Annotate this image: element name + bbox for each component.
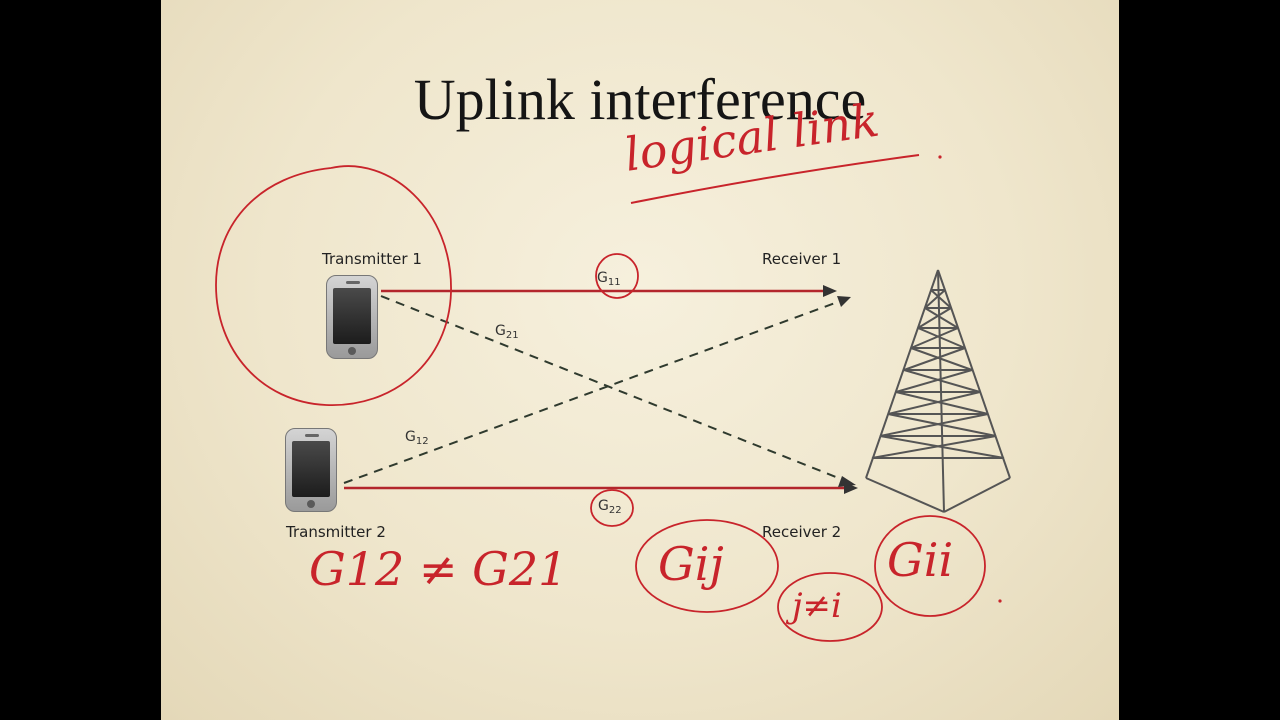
ink-inequality: G12 ≠ G21 [309, 542, 568, 596]
gain-g22-label: G22 [598, 498, 622, 516]
ink-j-ne-i: j≠i [792, 586, 842, 626]
ink-gij: Gij [658, 537, 724, 591]
link-g21 [380, 295, 852, 484]
transmitter1-smartphone-icon [326, 275, 378, 359]
arrowhead-g11 [823, 285, 837, 297]
receiver2-label: Receiver 2 [762, 523, 842, 541]
gain-g11-label: G11 [597, 270, 621, 288]
gain-g21-label: G21 [495, 323, 519, 341]
diagram-links [343, 269, 1011, 513]
cell-tower-icon [865, 269, 1011, 513]
transmitter1-label: Transmitter 1 [322, 250, 422, 268]
arrowhead-g12 [837, 296, 851, 307]
transmitter2-smartphone-icon [285, 428, 337, 512]
gain-g12-label: G12 [405, 429, 429, 447]
slide-title: Uplink interference [413, 67, 867, 132]
slide: Uplink interference [161, 0, 1119, 720]
receiver1-label: Receiver 1 [762, 250, 842, 268]
arrowhead-g21 [838, 476, 856, 487]
ink-gii: Gii [887, 533, 954, 587]
transmitter2-label: Transmitter 2 [286, 523, 386, 541]
link-g12 [343, 298, 847, 484]
